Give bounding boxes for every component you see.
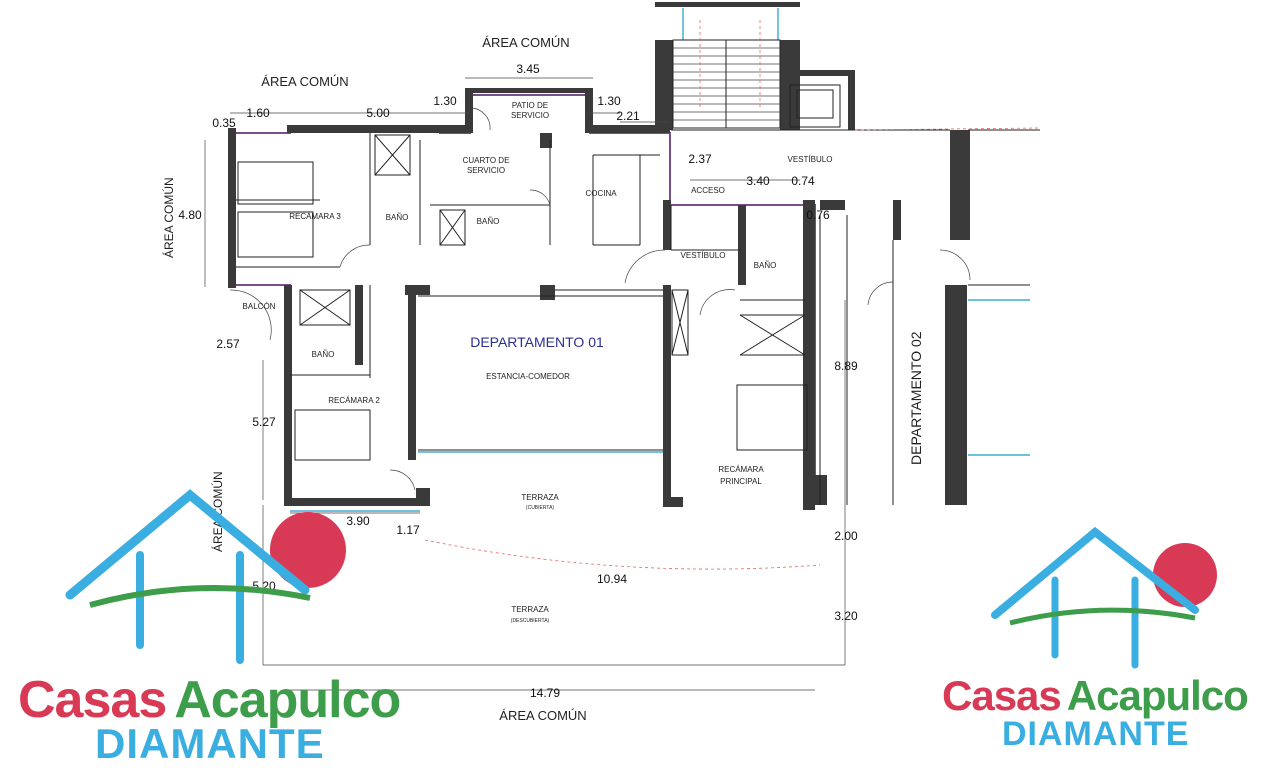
area-comun-bottom-label: ÁREA COMÚN	[499, 708, 586, 723]
dim-label: 0.35	[212, 116, 236, 130]
room-label-vestibulo: VESTÍBULO	[681, 251, 726, 260]
room-label-terraza-sub: (DESCUBIERTA)	[511, 618, 550, 624]
dim-label: 3.40	[746, 174, 770, 188]
room-label-patio: SERVICIO	[511, 111, 549, 120]
dim-label: 3.20	[834, 609, 858, 623]
logo-word-acapulco: Acapulco	[174, 671, 401, 729]
dim-label: 1.30	[433, 94, 457, 108]
house-logo-icon	[65, 489, 346, 664]
room-label-acceso: ACCESO	[691, 186, 725, 195]
room-label-terraza: TERRAZA	[511, 605, 549, 614]
area-comun-top-left-label: ÁREA COMÚN	[261, 74, 348, 89]
room-label-recamara-principal: PRINCIPAL	[720, 477, 762, 486]
dim-label: 4.80	[178, 208, 202, 222]
dim-label: 1.17	[396, 523, 420, 537]
bed-icon	[237, 161, 808, 461]
dim-label: 0.76	[806, 208, 830, 222]
room-label-recamara3: RECÁMARA 3	[289, 212, 341, 221]
room-label-cuarto: CUARTO DE	[463, 156, 510, 165]
room-label-recamara-principal: RECÁMARA	[718, 465, 764, 474]
room-label-recamara2: RECÁMARA 2	[328, 396, 380, 405]
room-label-terraza: TERRAZA	[521, 493, 559, 502]
room-label-cocina: COCINA	[585, 189, 617, 198]
apartment-02-title: DEPARTAMENTO 02	[908, 331, 924, 465]
dim-label: 8.89	[834, 359, 858, 373]
room-label-estancia: ESTANCIA-COMEDOR	[486, 372, 570, 381]
room-label-bano: BAÑO	[386, 213, 409, 222]
room-label-bano: BAÑO	[477, 217, 500, 226]
room-label-bano: BAÑO	[312, 350, 335, 359]
house-logo-icon	[991, 526, 1217, 669]
dim-label: 5.27	[252, 415, 276, 429]
dim-label: 3.45	[516, 62, 540, 76]
dim-label: 1.30	[597, 94, 621, 108]
room-label-bano: BAÑO	[754, 261, 777, 270]
room-label-cuarto: SERVICIO	[467, 166, 505, 175]
dim-label: 5.00	[366, 106, 390, 120]
room-label-vestibulo-top: VESTÍBULO	[788, 155, 833, 164]
room-label-patio: PATIO DE	[512, 101, 548, 110]
logo-word-diamante: Diamante	[1002, 715, 1190, 753]
logo-word-casas: Casas	[18, 671, 167, 729]
stairs-icon	[672, 39, 781, 129]
room-label-balcon: BALCÓN	[243, 302, 276, 311]
dim-label: 14.79	[530, 686, 560, 700]
dim-label: 2.21	[616, 109, 640, 123]
dim-label: 2.57	[216, 337, 240, 351]
area-comun-top-label: ÁREA COMÚN	[482, 35, 569, 50]
area-comun-left-low-label: ÁREA COMÚN	[210, 471, 225, 552]
dim-label: 3.90	[346, 514, 370, 528]
elevator-icon	[789, 84, 841, 128]
logo-word-casas: Casas	[942, 672, 1062, 719]
dimension-lines	[204, 77, 846, 691]
dim-label: 2.00	[834, 529, 858, 543]
logo-word-acapulco: Acapulco	[1066, 672, 1249, 719]
area-comun-left-label: ÁREA COMÚN	[161, 177, 176, 258]
room-label-terraza-sub: (CUBIERTA)	[526, 505, 554, 511]
dim-label: 10.94	[597, 572, 627, 586]
dim-label: 2.37	[688, 152, 712, 166]
dim-label: 0.74	[791, 174, 815, 188]
logo-word-diamante: Diamante	[95, 720, 325, 767]
apartment-01-title: DEPARTAMENTO 01	[470, 334, 604, 350]
dim-label: 1.60	[246, 106, 270, 120]
